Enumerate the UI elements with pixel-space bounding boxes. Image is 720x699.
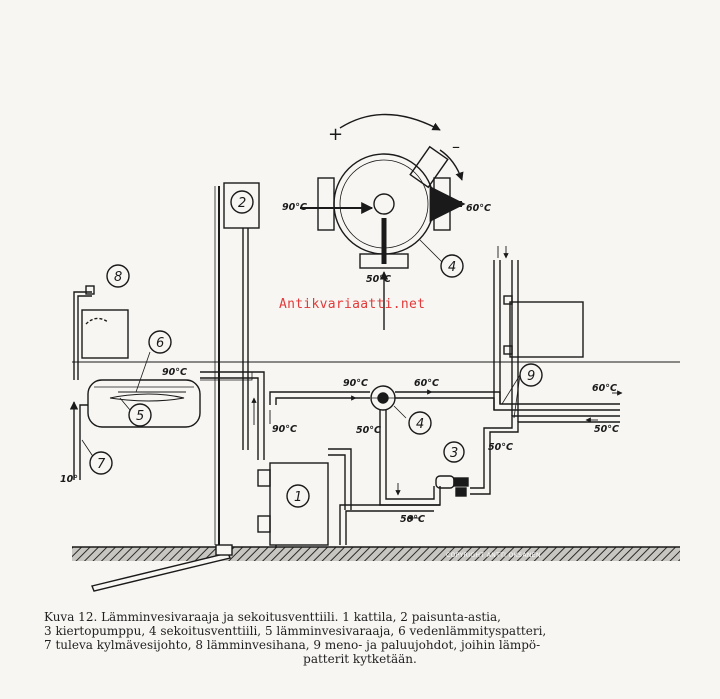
label-circle-1 <box>286 484 310 508</box>
label-plus: + <box>328 124 343 145</box>
temp-return-riser: 50°C <box>488 442 513 453</box>
supply-pipe <box>200 377 259 460</box>
label-circle-8 <box>106 264 130 288</box>
caption-line-1: Kuva 12. Lämminvesivaraaja ja sekoitusve… <box>44 610 501 624</box>
temp-upper-line: 90°C <box>343 378 368 389</box>
expansion-tank <box>223 182 260 229</box>
temp-right-return: 50°C <box>594 424 619 435</box>
copyright-text: COPYRIGHT ANTTI OKSANEN <box>446 552 541 559</box>
label-8: 8 <box>114 270 122 285</box>
label-6: 6 <box>156 336 164 351</box>
caption-line-4: patterit kytketään. <box>303 652 417 666</box>
label-circle-7 <box>89 451 113 475</box>
circulation-pump <box>435 475 469 497</box>
watermark: Antikvariaatti.net <box>279 297 425 312</box>
floor <box>72 547 680 561</box>
floor-drain <box>91 544 233 592</box>
temp-valve-out: 60°C <box>466 203 491 214</box>
water-heater-tank <box>87 379 201 428</box>
label-circle-4 <box>408 411 432 435</box>
mixing-valve-detail <box>300 113 466 330</box>
temp-cold-inlet: 10° <box>60 474 78 485</box>
temp-mix-out: 60°C <box>414 378 439 389</box>
label-circle-2 <box>230 190 254 214</box>
label-7: 7 <box>97 457 106 472</box>
temp-valve-in: 90°C <box>282 202 307 213</box>
temp-right-supply: 60°C <box>592 383 617 394</box>
temp-coil-top: 90°C <box>162 367 187 378</box>
label-3: 3 <box>450 446 458 461</box>
temp-valve-left-low: 50°C <box>356 425 381 436</box>
heating-diagram: COPYRIGHT ANTTI OKSANEN 1 2 3 4 4 5 6 7 … <box>60 113 680 592</box>
hot-water-faucet <box>73 285 129 380</box>
temp-valve-bottom: 50°C <box>366 274 391 285</box>
caption-line-3: 7 tuleva kylmävesijohto, 8 lämminvesihan… <box>44 638 541 652</box>
radiator <box>493 260 584 422</box>
temp-riser-left: 90°C <box>272 424 297 435</box>
mixing-valve-small <box>370 385 396 411</box>
label-circle-9 <box>519 363 543 387</box>
label-9: 9 <box>527 369 535 384</box>
figure-caption: Kuva 12. Lämminvesivaraaja ja sekoitusve… <box>44 610 676 666</box>
label-minus: – <box>452 137 460 156</box>
label-4-valve: 4 <box>448 260 456 275</box>
temp-bottom-return: 50°C <box>400 514 425 525</box>
label-5: 5 <box>136 409 144 424</box>
label-2: 2 <box>238 196 246 211</box>
label-4: 4 <box>416 417 424 432</box>
cold-inlet-pipe <box>79 404 88 480</box>
label-circle-6 <box>148 330 172 354</box>
boiler <box>257 462 329 548</box>
label-1: 1 <box>294 490 302 505</box>
caption-line-2: 3 kiertopumppu, 4 sekoitusventtiili, 5 l… <box>44 624 547 638</box>
label-circle-4-valve <box>440 254 464 278</box>
label-circle-3 <box>443 441 465 463</box>
label-circle-5 <box>128 403 152 427</box>
